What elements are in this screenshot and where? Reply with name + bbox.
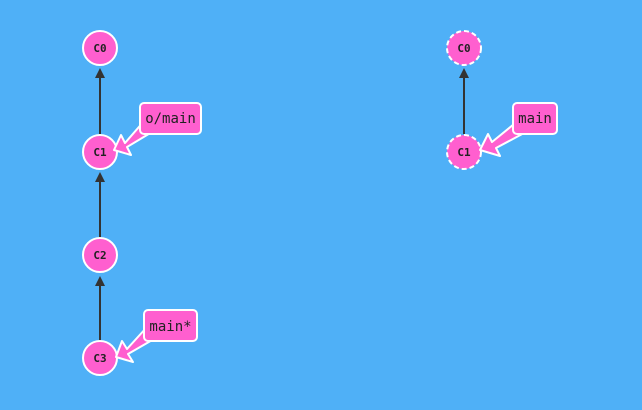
local-repository: C0 C1 C2 C3 o/main main* <box>82 30 202 376</box>
commit-label: C1 <box>457 146 471 159</box>
commit-label: C2 <box>93 249 106 262</box>
commit-local-c3[interactable]: C3 <box>82 340 118 376</box>
commit-label: C0 <box>457 42 470 55</box>
commit-label: C0 <box>93 42 106 55</box>
branch-label: main* <box>149 319 191 335</box>
remote-repository: C0 C1 main <box>446 30 558 170</box>
commit-label: C1 <box>93 146 107 159</box>
commit-label: C3 <box>93 352 106 365</box>
commit-remote-c1[interactable]: C1 <box>446 134 482 170</box>
branch-label: main <box>518 111 552 127</box>
commit-local-c1[interactable]: C1 <box>82 134 118 170</box>
commit-local-c0[interactable]: C0 <box>82 30 118 66</box>
commit-local-c2[interactable]: C2 <box>82 237 118 273</box>
branch-tag-remote-main[interactable]: main <box>479 102 558 157</box>
commit-remote-c0[interactable]: C0 <box>446 30 482 66</box>
branch-label: o/main <box>145 111 196 127</box>
branch-tag-o-main[interactable]: o/main <box>113 102 202 156</box>
branch-tag-main-star[interactable]: main* <box>115 309 198 363</box>
